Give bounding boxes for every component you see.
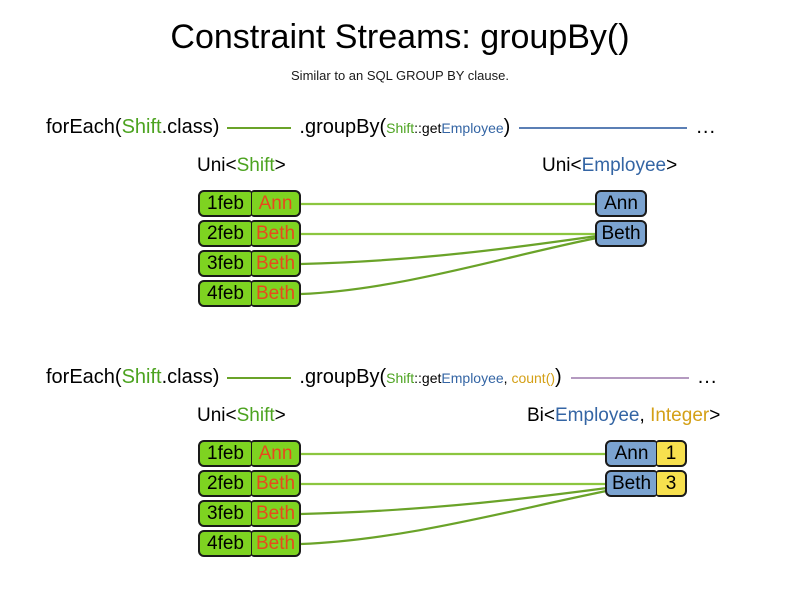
code-foreach-suffix: .class) <box>161 366 220 388</box>
shift-date-cell: 3feb <box>198 250 252 277</box>
shift-date-cell: 2feb <box>198 220 252 247</box>
shift-tuple-row[interactable]: 3feb Beth <box>198 500 301 527</box>
shift-tuple-row[interactable]: 4feb Beth <box>198 530 301 557</box>
connector-rule-green <box>227 126 292 129</box>
code-ellipsis: ... <box>696 116 717 138</box>
code-ellipsis: ... <box>697 366 718 388</box>
employee-count-tuple-row[interactable]: Ann 1 <box>605 440 687 467</box>
shift-employee-cell: Beth <box>251 470 301 497</box>
shift-employee-cell: Ann <box>251 190 301 217</box>
type-outer: Bi< <box>527 405 555 426</box>
connector-rule-purple <box>570 376 689 379</box>
shift-tuple-row[interactable]: 1feb Ann <box>198 190 301 217</box>
code-arg1-separator: ::get <box>414 369 442 386</box>
type-outer: Uni< <box>197 405 237 426</box>
shift-employee-cell: Beth <box>251 530 301 557</box>
right-type-label-bi-employee-integer: Bi<Employee, Integer> <box>527 405 720 427</box>
type-close: > <box>274 155 286 176</box>
shift-employee-cell: Beth <box>251 250 301 277</box>
code-groupby-suffix: ) <box>555 366 562 388</box>
shift-tuple-row[interactable]: 2feb Beth <box>198 470 301 497</box>
link-shift4-to-beth-count <box>300 486 623 546</box>
shift-employee-cell: Beth <box>251 500 301 527</box>
type-outer: Uni< <box>542 155 582 176</box>
type-param-employee: Employee <box>555 405 640 426</box>
code-arg1-separator: ::get <box>414 119 442 136</box>
type-param-shift: Shift <box>236 405 275 426</box>
connector-rule-green <box>227 376 292 379</box>
employee-name-cell: Beth <box>595 220 647 247</box>
shift-date-cell: 4feb <box>198 280 252 307</box>
code-arg1-property: Employee <box>441 369 504 386</box>
code-arg2-count: count() <box>511 369 556 386</box>
shift-date-cell: 1feb <box>198 440 252 467</box>
link-shift3-to-beth <box>300 234 598 266</box>
page-title: Constraint Streams: groupBy() <box>170 18 630 56</box>
left-type-label-uni-shift: Uni<Shift> <box>197 155 286 177</box>
link-shift3-to-beth-count <box>300 484 623 516</box>
employee-count-tuple-row[interactable]: Beth 3 <box>605 470 687 497</box>
right-type-label-uni-employee: Uni<Employee> <box>542 155 677 177</box>
type-comma: , <box>639 405 651 426</box>
type-close: > <box>709 405 721 426</box>
shift-employee-cell: Beth <box>251 280 301 307</box>
employee-name-cell: Beth <box>605 470 657 497</box>
code-arg1-property: Employee <box>441 119 504 136</box>
employee-tuple-row[interactable]: Beth <box>595 220 647 247</box>
code-line-groupby-key: forEach(Shift.class) .groupBy(Shift::get… <box>46 116 716 139</box>
page-subtitle: Similar to an SQL GROUP BY clause. <box>291 68 509 83</box>
code-arg-comma: , <box>503 369 512 386</box>
shift-employee-cell: Ann <box>251 440 301 467</box>
code-foreach-type: Shift <box>121 366 162 388</box>
code-arg1-type: Shift <box>386 119 415 136</box>
shift-date-cell: 2feb <box>198 470 252 497</box>
code-line-groupby-key-count: forEach(Shift.class) .groupBy(Shift::get… <box>46 366 717 389</box>
type-param-employee: Employee <box>581 155 667 176</box>
employee-tuple-row[interactable]: Ann <box>595 190 647 217</box>
code-foreach-prefix: forEach( <box>46 366 122 388</box>
left-type-label-uni-shift-2: Uni<Shift> <box>197 405 286 427</box>
type-outer: Uni< <box>197 155 237 176</box>
count-cell: 3 <box>656 470 687 497</box>
type-close: > <box>274 405 286 426</box>
code-foreach-suffix: .class) <box>161 116 220 138</box>
code-groupby-prefix: .groupBy( <box>299 116 387 138</box>
code-foreach-type: Shift <box>121 116 162 138</box>
link-shift4-to-beth <box>300 236 598 296</box>
code-foreach-prefix: forEach( <box>46 116 122 138</box>
type-param-integer: Integer <box>650 405 710 426</box>
shift-date-cell: 1feb <box>198 190 252 217</box>
employee-name-cell: Ann <box>595 190 647 217</box>
connector-rule-blue <box>519 126 688 129</box>
type-close: > <box>666 155 678 176</box>
shift-tuple-row[interactable]: 1feb Ann <box>198 440 301 467</box>
shift-date-cell: 3feb <box>198 500 252 527</box>
type-param-shift: Shift <box>236 155 275 176</box>
code-arg1-type: Shift <box>386 369 415 386</box>
code-groupby-suffix: ) <box>503 116 511 138</box>
shift-employee-cell: Beth <box>251 220 301 247</box>
shift-tuple-row[interactable]: 4feb Beth <box>198 280 301 307</box>
code-groupby-prefix: .groupBy( <box>299 366 387 388</box>
shift-tuple-row[interactable]: 3feb Beth <box>198 250 301 277</box>
shift-tuple-row[interactable]: 2feb Beth <box>198 220 301 247</box>
employee-name-cell: Ann <box>605 440 657 467</box>
count-cell: 1 <box>656 440 687 467</box>
shift-date-cell: 4feb <box>198 530 252 557</box>
